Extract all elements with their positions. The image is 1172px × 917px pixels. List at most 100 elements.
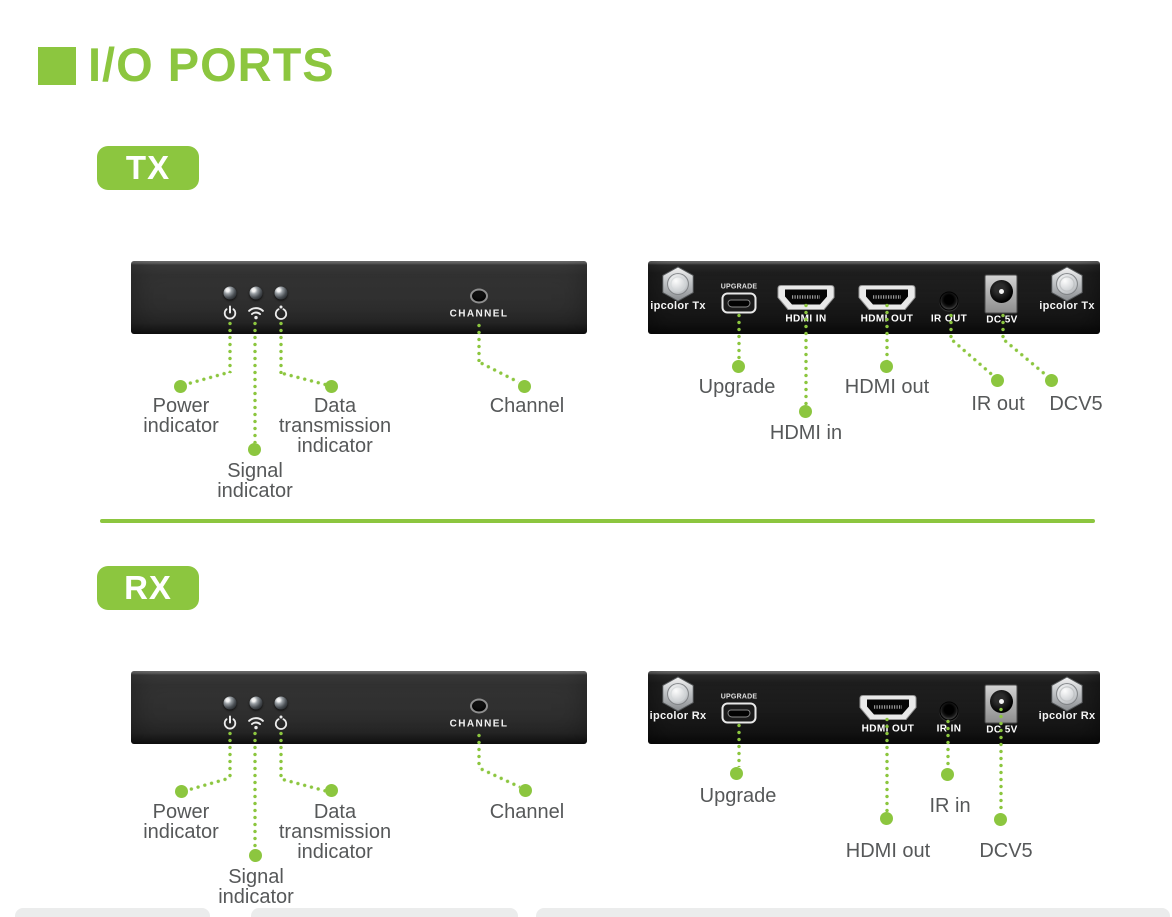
wifi-signal-icon (248, 306, 265, 320)
power-led-icon (223, 696, 237, 710)
tx-badge: TX (97, 146, 199, 190)
tx-front-panel: CHANNEL (131, 261, 587, 334)
hdmi-out-callout-label: HDMI out (844, 376, 930, 398)
title-bullet-square-icon (38, 47, 76, 85)
data-transmission-icon (273, 305, 289, 321)
callout-line (228, 320, 232, 373)
callout-line (477, 732, 481, 769)
page-title: I/O PORTS (88, 38, 335, 91)
callout-line (885, 716, 889, 812)
callout-dot (994, 813, 1007, 826)
callout-dot (732, 360, 745, 373)
callout-dot (1045, 374, 1058, 387)
antenna-left-label: ipcolor Tx (650, 300, 706, 312)
callout-dot (248, 443, 261, 456)
data-transmission-indicator-label: Data transmission indicator (278, 395, 392, 457)
callout-line (1001, 312, 1005, 340)
rx-front-panel: CHANNEL (131, 671, 587, 744)
hdmi-out-callout-label: HDMI out (845, 840, 931, 862)
signal-led-icon (249, 696, 263, 710)
antenna-connector-icon (659, 675, 697, 713)
upgrade-callout-label: Upgrade (698, 376, 776, 398)
next-section-peek (15, 908, 210, 917)
callout-dot (991, 374, 1004, 387)
antenna-connector-icon (659, 265, 697, 303)
callout-dot (941, 768, 954, 781)
data-transmission-icon (273, 715, 289, 731)
callout-dot (730, 767, 743, 780)
antenna-right-label: ipcolor Tx (1039, 300, 1095, 312)
data-led-icon (274, 286, 288, 300)
hdmi-in-port-icon (777, 285, 835, 312)
channel-button-label: CHANNEL (449, 308, 509, 320)
dc-power-jack-icon (984, 274, 1018, 314)
upgrade-port-label: UPGRADE (720, 693, 758, 701)
callout-line (478, 360, 520, 384)
rx-badge: RX (97, 566, 199, 610)
wifi-signal-icon (248, 716, 265, 730)
callout-line (1001, 337, 1048, 378)
channel-button (470, 288, 488, 304)
power-led-icon (223, 286, 237, 300)
callout-line (253, 730, 257, 849)
callout-dot (174, 380, 187, 393)
callout-line (186, 369, 231, 386)
callout-line (253, 320, 257, 443)
callout-line (279, 320, 283, 374)
signal-led-icon (249, 286, 263, 300)
hdmi-in-callout-label: HDMI in (769, 422, 843, 444)
power-indicator-label: Power indicator (143, 395, 219, 437)
hdmi-out-port-icon (858, 285, 916, 312)
channel-callout-label: Channel (489, 801, 565, 823)
callout-dot (518, 380, 531, 393)
upgrade-callout-label: Upgrade (699, 785, 777, 807)
power-icon (222, 305, 238, 321)
micro-usb-port-icon (721, 292, 757, 314)
callout-line (228, 730, 232, 780)
callout-dot (249, 849, 262, 862)
power-icon (222, 715, 238, 731)
callout-line (737, 312, 741, 361)
callout-dot (799, 405, 812, 418)
channel-callout-label: Channel (489, 395, 565, 417)
antenna-right-label: ipcolor Rx (1038, 710, 1096, 722)
callout-line (804, 302, 808, 406)
callout-line (946, 718, 950, 768)
upgrade-port-label: UPGRADE (720, 283, 758, 291)
callout-dot (325, 380, 338, 393)
next-section-peek (251, 908, 518, 917)
dcv5-callout-label: DCV5 (1049, 393, 1103, 415)
data-transmission-indicator-label: Data transmission indicator (278, 801, 392, 863)
callout-line (949, 312, 953, 340)
antenna-left-label: ipcolor Rx (649, 710, 707, 722)
channel-button-label: CHANNEL (449, 718, 509, 730)
callout-line (280, 777, 326, 793)
callout-line (999, 706, 1003, 812)
callout-dot (175, 785, 188, 798)
signal-indicator-label: Signal indicator (217, 460, 293, 502)
callout-line (279, 730, 283, 780)
dcv5-callout-label: DCV5 (979, 840, 1033, 862)
tx-rear-panel: ipcolor Tx UPGRADE HDMI IN HDMI OUT IR O… (648, 261, 1100, 334)
callout-dot (325, 784, 338, 797)
callout-line (737, 722, 741, 767)
signal-indicator-label: Signal indicator (218, 866, 294, 908)
callout-dot (880, 812, 893, 825)
callout-line (280, 371, 327, 387)
rx-rear-panel: ipcolor Rx UPGRADE HDMI OUT IR IN DC 5V … (648, 671, 1100, 744)
ir-out-jack-icon (939, 291, 959, 311)
callout-dot (880, 360, 893, 373)
callout-line (885, 302, 889, 361)
hdmi-out-port-icon (859, 695, 917, 722)
ir-in-callout-label: IR in (929, 795, 971, 817)
ir-out-port-label: IR OUT (930, 313, 968, 325)
micro-usb-port-icon (721, 702, 757, 724)
antenna-connector-icon (1048, 265, 1086, 303)
channel-button (470, 698, 488, 714)
section-divider (100, 519, 1095, 523)
callout-line (478, 766, 521, 789)
next-section-peek (536, 908, 1170, 917)
ir-out-callout-label: IR out (971, 393, 1025, 415)
power-indicator-label: Power indicator (143, 801, 219, 843)
